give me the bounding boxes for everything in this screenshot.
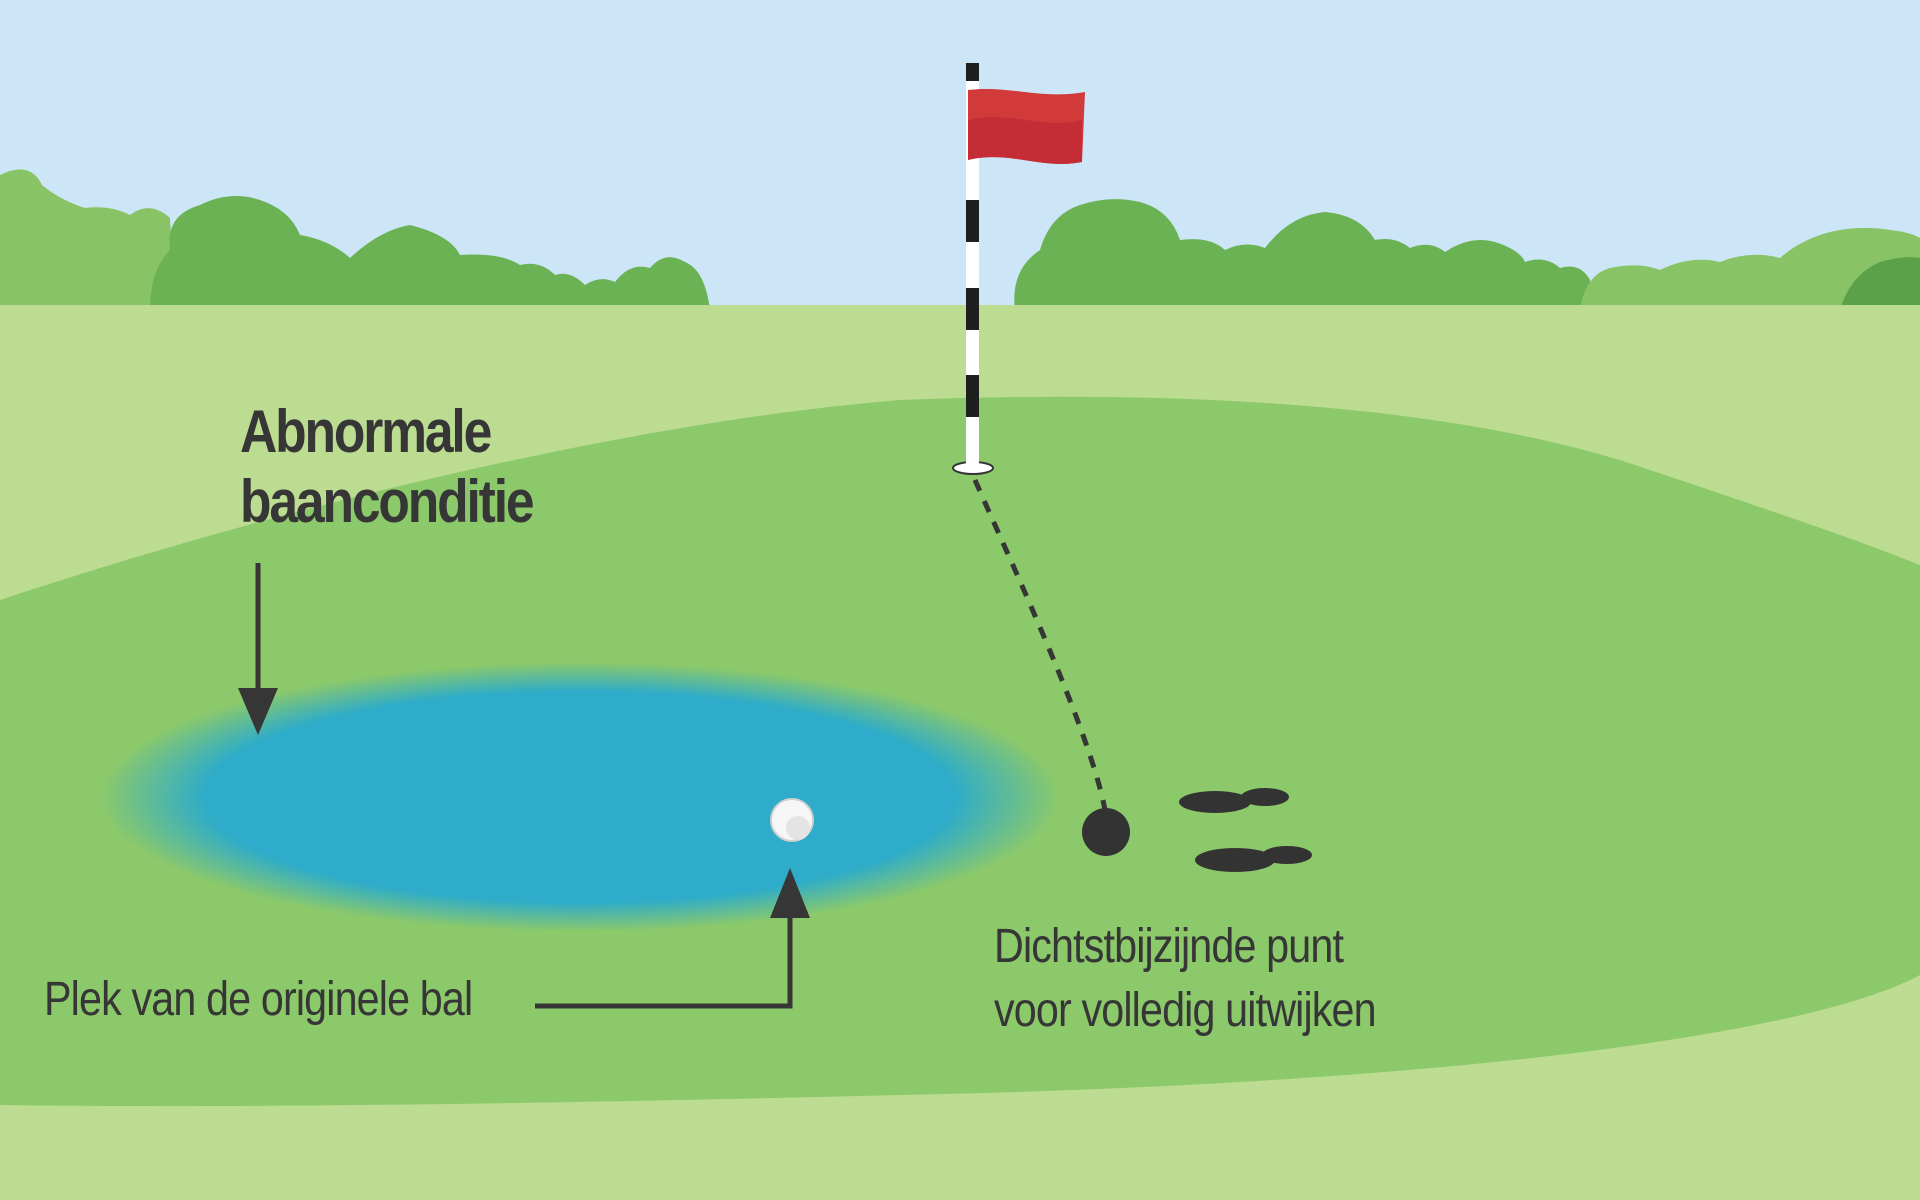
golf-ball-shading (786, 816, 810, 840)
condition-label: Abnormale baanconditie (240, 397, 580, 537)
trees-right-dark (1014, 199, 1590, 310)
trees-right-light (1580, 227, 1920, 310)
relief-point-label: Dichtstbijzijnde punt voor volledig uitw… (994, 915, 1438, 1043)
condition-label-line-2: baanconditie (240, 468, 535, 535)
arrow-up-to-ball (535, 868, 810, 1009)
condition-label-line-1: Abnormale (240, 398, 492, 465)
flagstick-icon (952, 63, 1085, 475)
pole-stripe (966, 375, 979, 417)
tree-line (0, 169, 1920, 310)
relief-point-label-line-2: voor volledig uitwijken (994, 984, 1377, 1037)
trees-left-dark (150, 196, 710, 310)
trees-far-right-dark (1840, 257, 1920, 310)
pole-stripe (966, 200, 979, 242)
footprint (1262, 846, 1312, 864)
trees-left-light (0, 169, 175, 310)
original-ball-label: Plek van de originele bal (44, 968, 542, 1032)
footprints-icon (1179, 788, 1312, 872)
flagstick-pole (966, 63, 979, 470)
relief-point-marker (1082, 808, 1130, 856)
original-ball-label-text: Plek van de originele bal (44, 973, 473, 1026)
footprint (1241, 788, 1289, 806)
abnormal-course-condition-water (100, 662, 1060, 932)
relief-point-label-line-1: Dichtstbijzijnde punt (994, 920, 1344, 973)
pole-stripe (966, 288, 979, 330)
footprint (1195, 848, 1275, 872)
pole-stripe (966, 63, 979, 81)
golf-ball-icon (770, 798, 814, 842)
red-flag-shade (968, 117, 1082, 164)
footprint (1179, 791, 1251, 813)
arrow-down-to-condition (238, 563, 278, 735)
